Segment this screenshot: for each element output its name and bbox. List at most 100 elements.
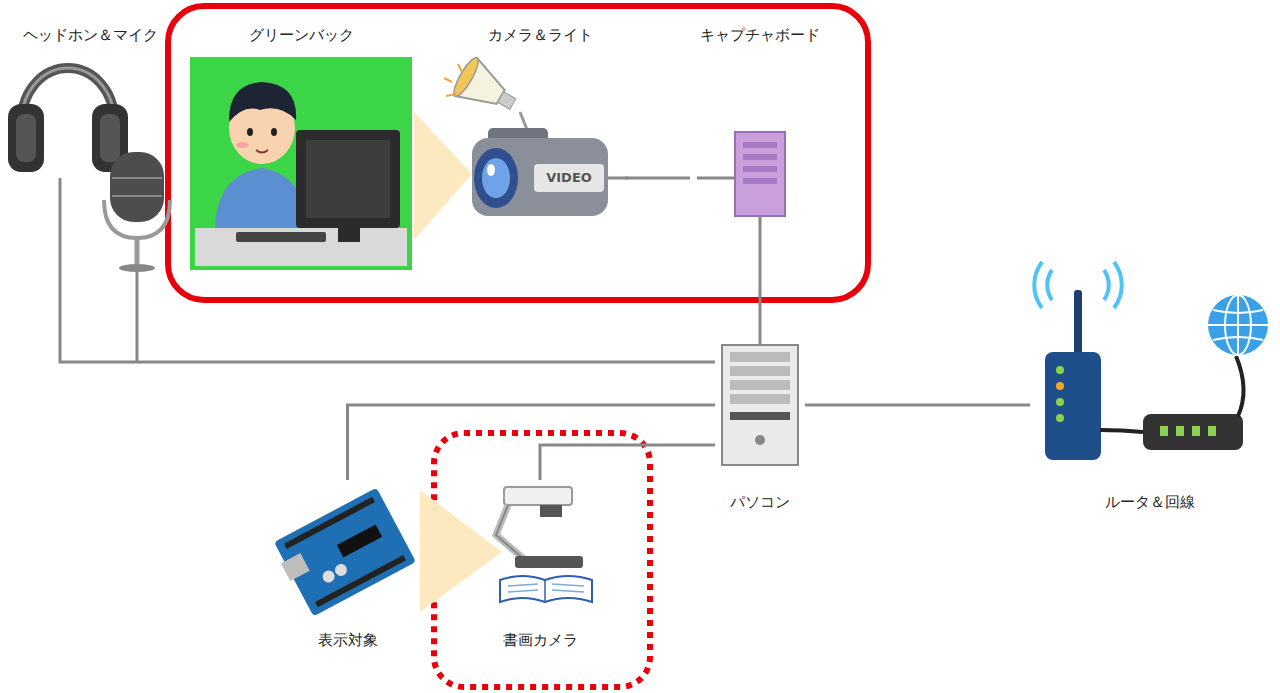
microcontroller-board-icon-part: [315, 555, 406, 607]
device-marking: VIDEO: [544, 170, 594, 186]
video-camera-icon-part: [534, 164, 604, 192]
microcontroller-board-icon-part: [321, 568, 337, 584]
pc-tower-icon-part: [730, 380, 790, 390]
wire-part: [697, 177, 735, 180]
device-label: カメラ＆ライト: [484, 25, 597, 45]
capture-board-icon-part: [743, 166, 777, 172]
device-node: ヘッドホン＆マイク: [5, 22, 175, 276]
video-camera-icon-part-part: [458, 64, 462, 72]
router-icon-part: [1056, 382, 1064, 390]
cable-connector: [759, 216, 762, 345]
document-camera-icon-part: [500, 576, 592, 602]
router-icon-part: [1034, 262, 1042, 308]
video-camera-icon-part: [444, 64, 462, 96]
green-screen-icon-part: [229, 82, 296, 122]
capture-board-icon-part: [743, 142, 777, 148]
cable-connector: [60, 276, 715, 362]
router-icon-part: [1047, 270, 1052, 300]
router-icon-part: [1192, 426, 1200, 436]
device-node: グリーンバック: [190, 22, 412, 270]
video-camera-icon-part: [472, 138, 608, 216]
microphone-icon-part: [112, 195, 162, 197]
wire-part: [606, 177, 628, 180]
microphone-icon-part: [110, 152, 164, 222]
document-camera-icon-part: [496, 505, 525, 560]
device-label: キャプチャボード: [696, 25, 824, 45]
document-camera-icon-part-part: [552, 584, 584, 586]
microcontroller-board-icon-part: [274, 488, 416, 617]
document-camera-icon-part: [515, 556, 583, 568]
pc-tower-icon-part: [755, 435, 765, 445]
wire-part: [136, 272, 139, 362]
router-icon-part: [1056, 414, 1064, 422]
pc-tower-icon-part: [722, 345, 798, 465]
router-icon-part: [1045, 352, 1101, 460]
device-node: パソコン: [715, 345, 805, 520]
group-outline: [168, 6, 868, 300]
device-label: グリーンバック: [245, 25, 358, 45]
cable-connector: [805, 404, 1030, 407]
document-camera-icon-part: [544, 580, 546, 602]
device-label: パソコン: [726, 492, 794, 512]
device-label: 書画カメラ: [499, 630, 582, 650]
green-screen-icon-part: [306, 140, 390, 218]
router-icon-part: [1213, 310, 1263, 340]
green-screen-icon-part: [271, 128, 277, 136]
cable-connector: [625, 177, 690, 180]
green-screen-icon-part: [195, 228, 407, 266]
capture-board-icon-part: [743, 154, 777, 160]
pc-tower-icon-part: [730, 352, 790, 362]
router-icon-part: [1100, 430, 1143, 432]
video-camera-icon-part: [450, 55, 524, 123]
pc-tower-icon: [722, 345, 798, 465]
pc-tower-icon-part: [730, 394, 790, 404]
router-icon-part: [1176, 426, 1184, 436]
router-icon-part: [1074, 290, 1082, 360]
router-icon-part: [1056, 398, 1064, 406]
device-node: 書画カメラ: [455, 480, 625, 660]
microphone-icon-part: [119, 264, 155, 272]
video-camera-icon-part: [487, 164, 495, 176]
device-label: ルータ＆回線: [1101, 492, 1199, 512]
router-icon-part: [1236, 356, 1244, 416]
video-camera-icon-part-part: [446, 94, 456, 96]
device-node: ルータ＆回線: [1030, 280, 1270, 520]
capture-board-icon-part: [735, 132, 785, 216]
document-camera-icon-part-part: [508, 590, 538, 592]
capture-board-icon-part: [743, 178, 777, 184]
green-screen-icon-part: [236, 232, 326, 242]
video-camera-icon-part-part: [444, 78, 452, 82]
video-camera-icon-part: [482, 158, 510, 198]
green-screen-icon-part: [247, 128, 253, 136]
capture-board-icon: [735, 132, 785, 216]
microcontroller-board-icon: [271, 488, 416, 619]
document-camera-icon: [496, 487, 592, 602]
green-screen-icon-part: [256, 150, 268, 153]
pc-tower-icon-part: [730, 366, 790, 376]
document-camera-icon-part: [496, 505, 525, 560]
microphone-icon-part: [104, 200, 170, 238]
device-label: 表示対象: [314, 630, 382, 650]
device-node: カメラ＆ライト: [455, 22, 625, 222]
pc-tower-icon-part: [730, 412, 790, 420]
router-icon-part: [1143, 414, 1243, 450]
device-node: キャプチャボード: [690, 22, 830, 216]
microcontroller-board-icon-part: [281, 553, 310, 581]
wire-part: [59, 178, 62, 276]
document-camera-icon-part-part: [552, 590, 584, 592]
video-camera-icon-part-part: [498, 92, 516, 109]
headphones-icon: [8, 68, 128, 172]
device-node: 表示対象: [275, 480, 420, 660]
microphone-icon-part: [135, 238, 140, 264]
video-camera-icon-part: [474, 148, 518, 208]
green-screen-icon-part: [236, 142, 248, 148]
router-icon: [1034, 262, 1268, 460]
router-icon-part: [1056, 366, 1064, 374]
router-icon-part: [1160, 426, 1168, 436]
video-camera-icon-part-part: [450, 55, 482, 99]
video-camera-icon: [444, 55, 608, 216]
green-screen-icon-part: [190, 57, 412, 270]
green-screen-icon-part: [215, 168, 310, 232]
